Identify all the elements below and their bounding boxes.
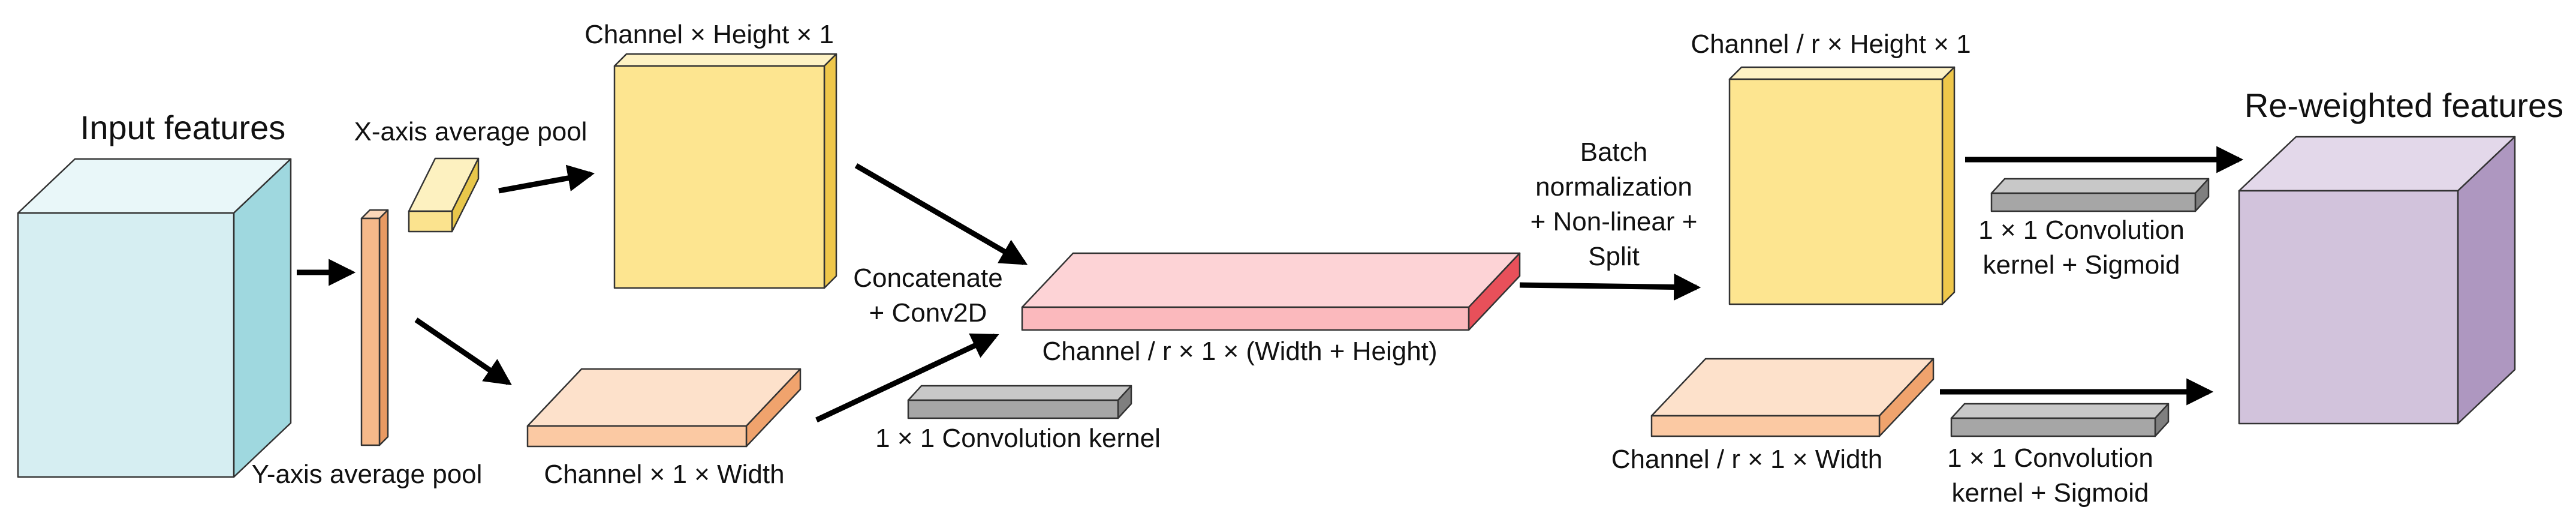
block-front-face xyxy=(17,212,235,478)
arrow-channel-width-to-concat xyxy=(815,333,999,423)
arrow-channel-height-to-concat xyxy=(854,163,1028,265)
channel-width-block xyxy=(526,368,802,448)
block-front-face xyxy=(613,65,825,289)
conv-kernel-bar xyxy=(907,385,1132,419)
block-top-face xyxy=(1950,403,2170,419)
arrow-pool-to-channel-height xyxy=(498,164,595,194)
sigmoid-top-label-line1: 1 × 1 Convolution xyxy=(1978,215,2185,245)
concat-feature-block xyxy=(1021,252,1521,331)
concat-label-line2: + Conv2D xyxy=(869,298,987,328)
block-front-face xyxy=(1728,78,1944,305)
block-top-face xyxy=(907,385,1132,401)
kernel-label: 1 × 1 Convolution kernel xyxy=(875,424,1161,453)
x-axis-pool-bar xyxy=(408,157,480,233)
output-features-label: Re-weighted features xyxy=(2244,86,2563,124)
input-features-label: Input features xyxy=(80,109,285,146)
block-top-face xyxy=(1728,66,1956,80)
block-side-face xyxy=(1941,66,1956,305)
y-axis-pool-label: Y-axis average pool xyxy=(252,460,483,489)
concat-dims-label: Channel / r × 1 × (Width + Height) xyxy=(1042,337,1437,366)
sigmoid-kernel-bar-bottom xyxy=(1950,403,2170,437)
sigmoid-bottom-label-line2: kernel + Sigmoid xyxy=(1952,478,2149,508)
sigmoid-bottom-label-line1: 1 × 1 Convolution xyxy=(1947,443,2153,473)
reweighted-features-cube xyxy=(2238,136,2516,425)
block-front-face xyxy=(1990,192,2197,212)
block-front-face xyxy=(2238,190,2459,425)
bn-label-line2: normalization xyxy=(1535,172,1692,202)
y-axis-pool-bar xyxy=(360,209,389,446)
arrow-pool-to-channel-width xyxy=(414,317,512,386)
reduced-width-label: Channel / r × 1 × Width xyxy=(1611,445,1882,474)
reduced-height-block xyxy=(1728,66,1956,305)
channel-width-label: Channel × 1 × Width xyxy=(544,460,784,489)
block-front-face xyxy=(907,399,1119,419)
block-front-face xyxy=(1950,417,2156,437)
reduced-width-block xyxy=(1650,358,1935,437)
block-front-face xyxy=(408,210,453,233)
concat-label-line1: Concatenate xyxy=(853,263,1003,293)
channel-height-block xyxy=(613,53,837,289)
bn-label-line3: + Non-linear + xyxy=(1530,207,1698,236)
bn-label-line1: Batch xyxy=(1580,137,1648,167)
block-top-face xyxy=(1021,252,1521,308)
sigmoid-kernel-bar-top xyxy=(1990,178,2210,212)
x-axis-pool-label: X-axis average pool xyxy=(354,117,587,146)
reduced-height-label: Channel / r × Height × 1 xyxy=(1691,29,1971,59)
block-front-face xyxy=(526,425,748,448)
sigmoid-top-label-line2: kernel + Sigmoid xyxy=(1983,250,2180,280)
block-front-face xyxy=(1650,415,1881,437)
input-features-cube xyxy=(17,158,292,478)
channel-height-label: Channel × Height × 1 xyxy=(585,20,834,49)
block-front-face xyxy=(360,217,381,446)
block-side-face xyxy=(378,209,389,446)
arrow-concat-to-split xyxy=(1519,273,1701,301)
bn-label-line4: Split xyxy=(1588,242,1640,271)
block-top-face xyxy=(1990,178,2210,194)
block-front-face xyxy=(1021,306,1470,331)
block-top-face xyxy=(613,53,837,67)
block-side-face xyxy=(233,158,292,478)
block-side-face xyxy=(823,53,837,289)
